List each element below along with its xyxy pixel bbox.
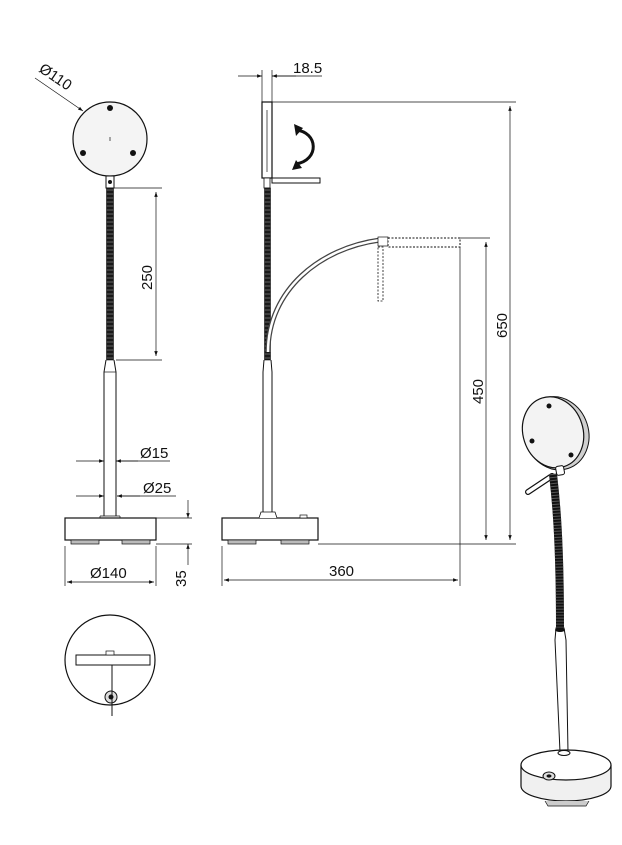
dim-base-height: 35: [156, 500, 192, 587]
rotation-arrow-icon: [295, 128, 315, 166]
dim-base-height-label: 35: [173, 570, 190, 587]
front-head-screw: [80, 150, 86, 156]
dim-reach: 360: [221, 247, 461, 586]
perspective-view: [520, 396, 612, 807]
front-base: [64, 517, 157, 541]
dim-total-height: 650: [272, 101, 516, 545]
side-base: [221, 517, 319, 541]
dim-arm-height: 450: [460, 237, 490, 540]
perspective-head-screw: [529, 438, 535, 444]
dim-base-diameter: Ø140: [64, 546, 157, 586]
dim-stem-diameter: Ø15: [76, 445, 170, 463]
side-arm-head: [387, 237, 461, 248]
side-head-arm: [271, 177, 321, 184]
front-view: [64, 101, 157, 545]
dim-arm-height-label: 450: [470, 379, 487, 404]
front-tube: [103, 359, 117, 516]
front-head-screw: [107, 105, 113, 111]
front-base-foot: [121, 539, 151, 545]
top-view: [64, 614, 156, 716]
front-base-foot: [70, 539, 100, 545]
side-tube: [262, 359, 273, 516]
perspective-head-screw: [568, 452, 574, 458]
side-gooseneck: [264, 187, 271, 361]
side-arm-stub: [377, 246, 384, 302]
dim-head-diameter: Ø110: [34, 60, 84, 112]
dim-base-diameter-label: Ø140: [90, 565, 127, 582]
dim-head-depth-label: 18.5: [293, 60, 322, 77]
dim-tube-diameter-label: Ø25: [143, 480, 171, 497]
dim-gooseneck-length: 250: [114, 187, 162, 361]
dim-gooseneck-length-label: 250: [139, 265, 156, 290]
perspective-head-screw: [546, 403, 552, 409]
dim-head-diameter-label: Ø110: [36, 60, 75, 94]
dim-total-height-label: 650: [494, 313, 511, 338]
side-base-foot: [280, 539, 310, 545]
side-view: [221, 101, 461, 545]
side-base-foot: [227, 539, 257, 545]
dim-stem-diameter-label: Ø15: [140, 445, 168, 462]
front-gooseneck: [106, 187, 114, 361]
dim-reach-label: 360: [329, 563, 354, 580]
top-head-bar: [75, 654, 151, 666]
dim-tube-diameter: Ø25: [76, 480, 176, 498]
perspective-head: [521, 396, 585, 469]
dim-head-depth: 18.5: [238, 60, 322, 102]
front-head-screw: [130, 150, 136, 156]
perspective-gooseneck: [549, 473, 564, 629]
